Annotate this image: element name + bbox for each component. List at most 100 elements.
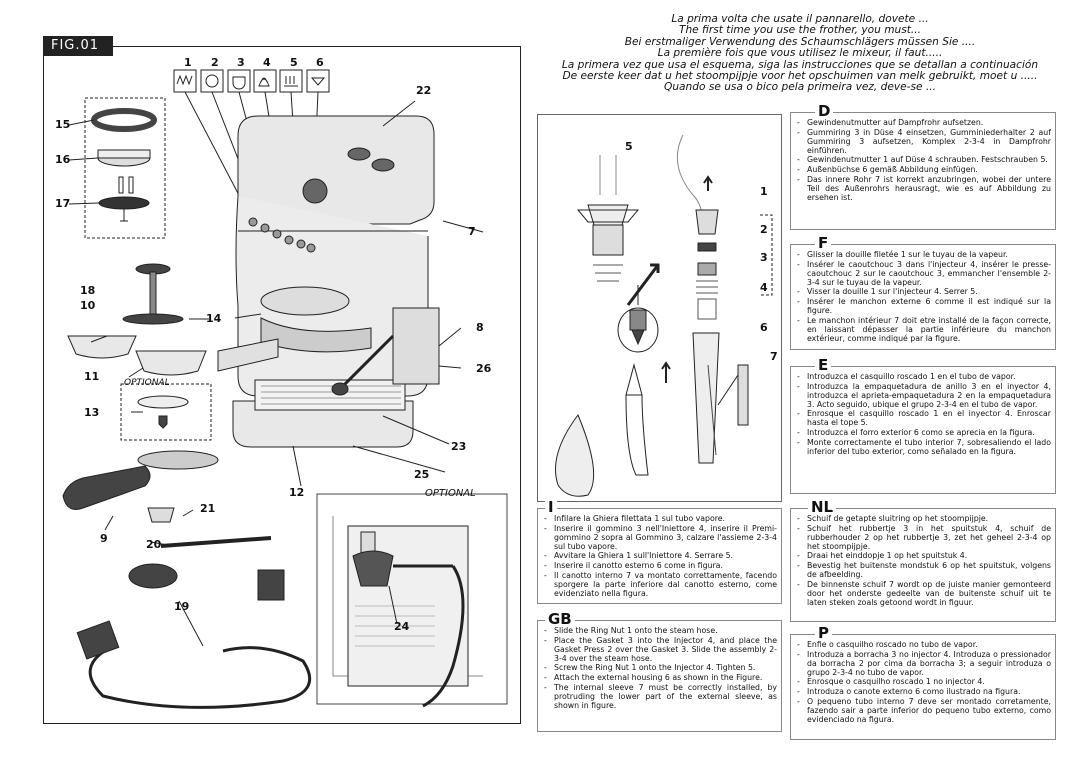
- intro-line-de: Bei erstmaliger Verwendung des Schaumsch…: [624, 35, 976, 48]
- figure-tab-label: FIG.01: [43, 36, 113, 56]
- detail-number-1: 1: [760, 185, 768, 198]
- section-p-item-5: O pequeno tubo interno 7 deve ser montad…: [795, 697, 1051, 724]
- section-d-item-5: Das innere Rohr 7 ist korrekt anzubringe…: [795, 175, 1051, 202]
- section-p-item-4: Introduza o canote externo 6 como ilustr…: [795, 687, 1051, 696]
- section-d-item-3: Gewindenutmutter 1 auf Düse 4 schrauben.…: [795, 155, 1051, 164]
- section-f-item-1: Glisser la douille filetée 1 sur le tuya…: [795, 250, 1051, 259]
- section-tag-nl: NL: [808, 500, 837, 515]
- hot-water-icon: [279, 69, 303, 93]
- section-i-item-4: Inserire il canotto esterno 6 come in fi…: [542, 561, 777, 570]
- section-portuguese: Enfie o casquilho roscado no tubo de vap…: [790, 634, 1056, 740]
- section-tag-d: D: [815, 104, 834, 119]
- intro-line-it: La prima volta che usate il pannarello, …: [671, 13, 929, 25]
- section-p-item-1: Enfie o casquilho roscado no tubo de vap…: [795, 640, 1051, 649]
- callout-21: 21: [200, 502, 216, 515]
- section-f-item-2: Insérer le caoutchouc 3 dans l'injecteur…: [795, 260, 1051, 287]
- frother-assembly-illustration: [555, 134, 773, 497]
- callout-14: 14: [206, 312, 222, 325]
- callout-12: 12: [289, 486, 305, 499]
- section-italian: Infilare la Ghiera filettata 1 sul tubo …: [537, 508, 782, 604]
- icon-number-3: 3: [237, 56, 245, 69]
- section-nl-item-2: Schuif het rubbertje 3 in het spuitstuk …: [795, 524, 1051, 551]
- callout-19: 19: [174, 600, 190, 613]
- section-nl-item-1: Schuif de getapte sluitring op het stoom…: [795, 514, 1051, 523]
- section-gb-item-5: The internal sleeve 7 must be correctly …: [542, 683, 777, 710]
- section-tag-gb: GB: [545, 612, 575, 627]
- section-tag-f: F: [815, 236, 832, 251]
- callout-26: 26: [476, 362, 492, 375]
- icon-number-6: 6: [316, 56, 324, 69]
- cup-icon: [200, 69, 224, 93]
- callout-20: 20: [146, 538, 162, 551]
- icon-number-5: 5: [290, 56, 298, 69]
- section-nl-item-4: Bevestig het buitenste mondstuk 6 op het…: [795, 561, 1051, 579]
- section-i-item-2: Inserire il gommino 3 nell'Iniettore 4, …: [542, 524, 777, 551]
- section-e-item-3: Enrosque el casquillo roscado 1 en el in…: [795, 409, 1051, 427]
- callout-11: 11: [84, 370, 100, 383]
- callout-24: 24: [394, 620, 410, 633]
- callout-17: 17: [55, 197, 71, 210]
- icon-number-4: 4: [263, 56, 271, 69]
- intro-line-es: La primera vez que usa el esquema, siga …: [561, 58, 1039, 71]
- callout-15: 15: [55, 118, 71, 131]
- callout-13: 13: [84, 406, 100, 419]
- section-f-item-5: Le manchon intérieur 7 doit etre install…: [795, 316, 1051, 343]
- section-d-item-1: Gewindenutmutter auf Dampfrohr aufsetzen…: [795, 118, 1051, 127]
- section-e-item-4: Introduzca el forro exterior 6 como se a…: [795, 428, 1051, 437]
- section-spanish: Introduzca el casquillo roscado 1 en el …: [790, 366, 1056, 494]
- callout-23: 23: [451, 440, 467, 453]
- section-tag-e: E: [815, 358, 832, 373]
- section-french: Glisser la douille filetée 1 sur le tuya…: [790, 244, 1056, 350]
- power-icon: [173, 69, 197, 93]
- detail-number-5: 5: [625, 140, 633, 153]
- section-english: Slide the Ring Nut 1 onto the steam hose…: [537, 620, 782, 732]
- intro-multilingual: La prima volta che usate il pannarello, …: [530, 13, 1070, 94]
- callout-16: 16: [55, 153, 71, 166]
- section-gb-item-2: Place the Gasket 3 into the Injector 4, …: [542, 636, 777, 663]
- section-d-item-4: Außenbüchse 6 gemäß Abbildung einfügen.: [795, 165, 1051, 174]
- detail-number-3: 3: [760, 251, 768, 264]
- detail-number-4: 4: [760, 281, 768, 294]
- section-f-item-3: Visser la douille 1 sur l'injecteur 4. S…: [795, 287, 1051, 296]
- callout-7: 7: [468, 225, 476, 238]
- section-e-item-2: Introduzca la empaquetadura de anillo 3 …: [795, 382, 1051, 409]
- section-gb-item-3: Screw the Ring Nut 1 onto the Injector 4…: [542, 663, 777, 672]
- section-p-item-3: Enrosque o casquilho roscado 1 no inject…: [795, 677, 1051, 686]
- callout-9: 9: [100, 532, 108, 545]
- callout-25: 25: [414, 468, 430, 481]
- section-f-item-4: Insérer le manchon externe 6 comme il es…: [795, 297, 1051, 315]
- dial-icon: [306, 69, 330, 93]
- section-gb-item-1: Slide the Ring Nut 1 onto the steam hose…: [542, 626, 777, 635]
- intro-line-pt: Quando se usa o bico pela primeira vez, …: [663, 81, 937, 94]
- section-gb-item-4: Attach the external housing 6 as shown i…: [542, 673, 777, 682]
- intro-line-fr: La première fois que vous utilisez le mi…: [657, 47, 943, 60]
- section-i-item-1: Infilare la Ghiera filettata 1 sul tubo …: [542, 514, 777, 523]
- icon-number-2: 2: [211, 56, 219, 69]
- section-tag-i: I: [545, 500, 557, 515]
- section-i-item-3: Avvitare la Ghiera 1 sull'Iniettore 4. S…: [542, 551, 777, 560]
- section-e-item-5: Monte correctamente el tubo interior 7, …: [795, 438, 1051, 456]
- detail-number-2: 2: [760, 223, 768, 236]
- intro-line-nl: De eerste keer dat u het stoompijpje voo…: [562, 70, 1038, 83]
- callout-10: 10: [80, 299, 96, 312]
- icon-number-1: 1: [184, 56, 192, 69]
- section-d-item-2: Gummiring 3 in Düse 4 einsetzen, Gummini…: [795, 128, 1051, 155]
- optional-label-13: OPTIONAL: [124, 378, 170, 388]
- section-e-item-1: Introduzca el casquillo roscado 1 en el …: [795, 372, 1051, 381]
- optional-label-24: OPTIONAL: [425, 488, 476, 499]
- callout-18: 18: [80, 284, 96, 297]
- section-german: Gewindenutmutter auf Dampfrohr aufsetzen…: [790, 112, 1056, 230]
- steam-icon: [253, 69, 277, 93]
- machine-illustration: [62, 69, 508, 709]
- callout-22: 22: [416, 84, 432, 97]
- detail-number-6: 6: [760, 321, 768, 334]
- section-nl-item-3: Draai het einddopje 1 op het spuitstuk 4…: [795, 551, 1051, 560]
- section-i-item-5: Il canotto interno 7 va montato corretta…: [542, 571, 777, 598]
- section-nl-item-5: De binnenste schuif 7 wordt op de juiste…: [795, 580, 1051, 607]
- section-dutch: Schuif de getapte sluitring op het stoom…: [790, 508, 1056, 622]
- detail-number-7: 7: [770, 350, 778, 363]
- figure-panel: [43, 46, 521, 724]
- section-tag-p: P: [815, 626, 832, 641]
- intro-line-en: The first time you use the frother, you …: [678, 24, 922, 37]
- section-p-item-2: Introduza a borracha 3 no injector 4. In…: [795, 650, 1051, 677]
